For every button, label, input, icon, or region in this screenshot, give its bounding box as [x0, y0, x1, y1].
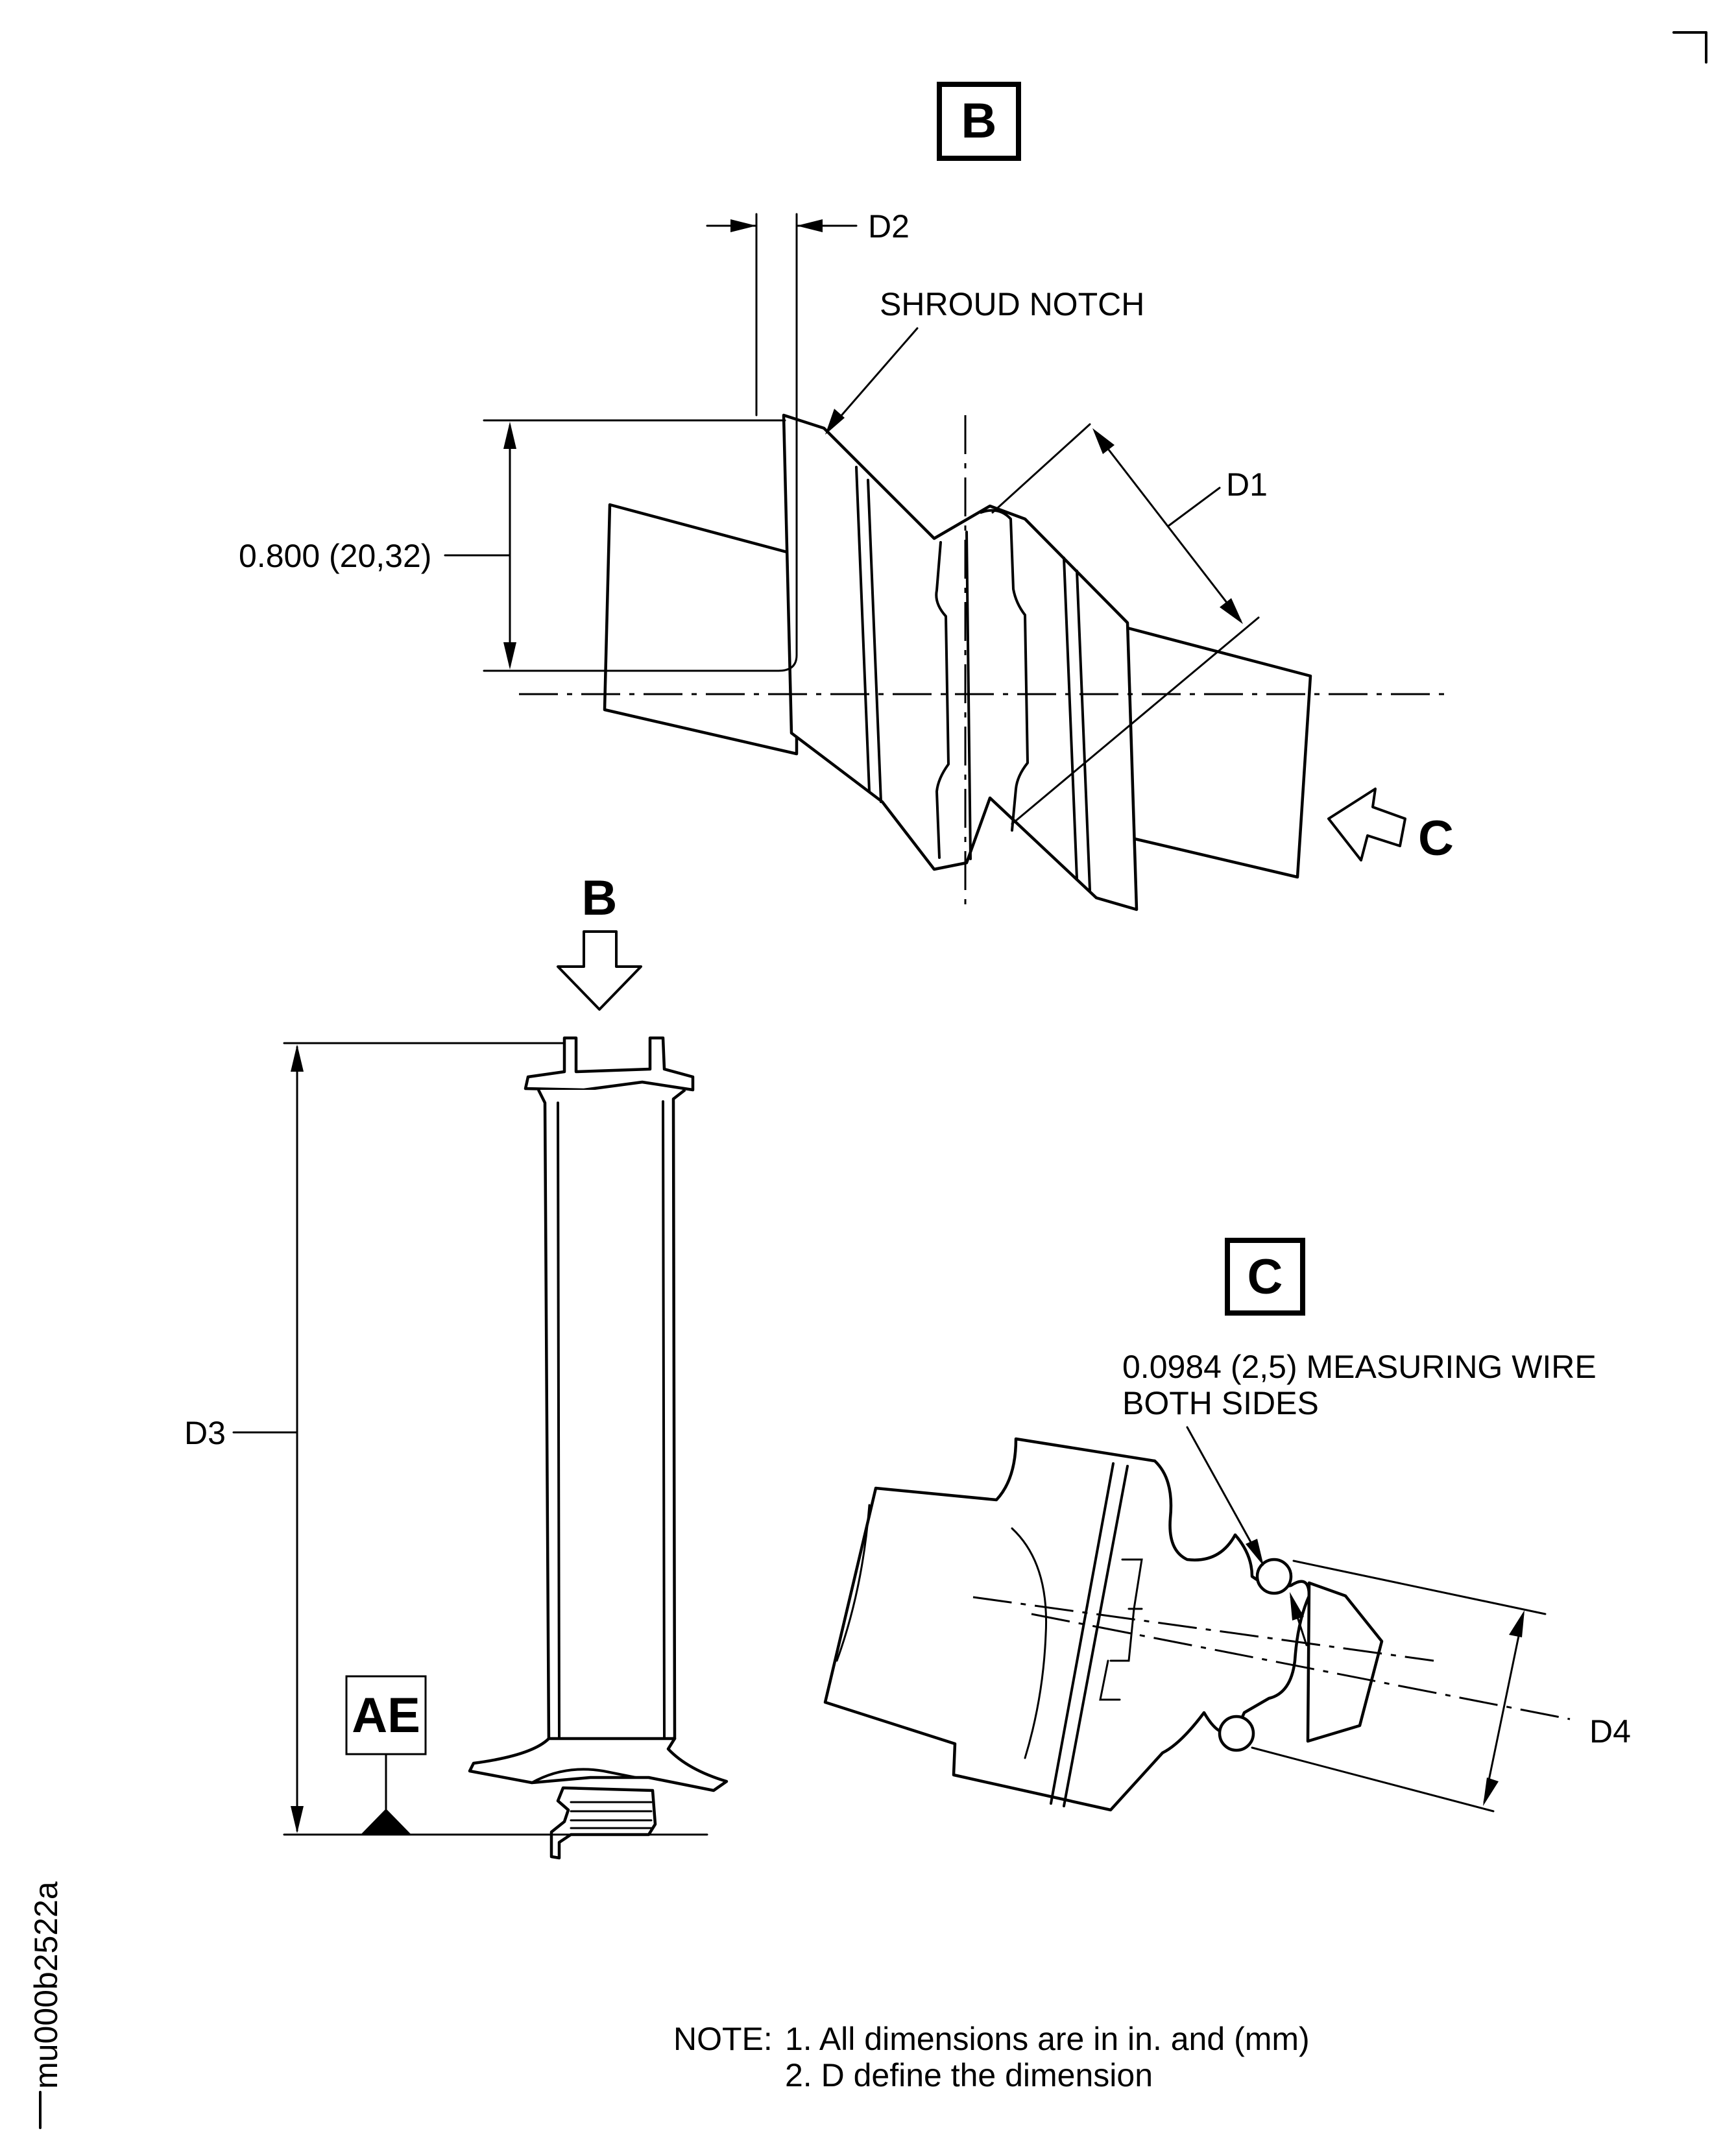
shroud-notch-label: SHROUD NOTCH: [880, 286, 1144, 322]
note-line-1: 1. All dimensions are in in. and (mm): [785, 2021, 1310, 2057]
dimension-d3: D3: [184, 1042, 708, 1836]
notes: NOTE: 1. All dimensions are in in. and (…: [673, 2021, 1310, 2093]
view-c-centerline-axis: [1031, 1613, 1571, 1720]
dim-0800-label: 0.800 (20,32): [239, 538, 431, 574]
note-line-2: 2. D define the dimension: [785, 2057, 1153, 2093]
view-c-arrow: C: [1327, 788, 1454, 866]
dimension-d1: D1: [991, 423, 1268, 825]
turbine-blade: [468, 1036, 729, 1860]
d3-label: D3: [184, 1415, 226, 1451]
wire-label-line2: BOTH SIDES: [1122, 1385, 1319, 1421]
view-c-centerline-upper: [972, 1596, 1434, 1662]
view-b-arrow: B: [557, 871, 642, 1011]
datum-ae: AE: [345, 1675, 427, 1835]
dimension-d2: D2: [706, 208, 910, 416]
view-b-title: B: [937, 82, 1021, 161]
view-c-blade-root: [823, 1437, 1384, 1812]
measuring-wire-callout: 0.0984 (2,5) MEASURING WIRE BOTH SIDES: [1122, 1349, 1597, 1646]
shroud-notch-callout: SHROUD NOTCH: [825, 286, 1144, 435]
figure-id: mu000b2522a: [28, 1881, 64, 2089]
view-b-arrow-label: B: [582, 871, 618, 926]
view-c-title-text: C: [1248, 1249, 1283, 1305]
view-b-title-text: B: [961, 93, 997, 149]
note-prefix: NOTE:: [673, 2021, 773, 2057]
dimension-d4: D4: [1251, 1560, 1631, 1813]
datum-ae-label: AE: [352, 1688, 420, 1743]
d4-label: D4: [1589, 1713, 1631, 1750]
view-c-arrow-label: C: [1418, 811, 1454, 866]
wire-label-line1: 0.0984 (2,5) MEASURING WIRE: [1122, 1349, 1597, 1385]
d2-label: D2: [868, 208, 910, 245]
view-b-shroud: [603, 413, 1312, 911]
dimension-0800: 0.800 (20,32): [239, 336, 798, 672]
d1-label: D1: [1226, 466, 1268, 503]
corner-marks: [39, 31, 1707, 2129]
view-c-title: C: [1225, 1238, 1305, 1316]
